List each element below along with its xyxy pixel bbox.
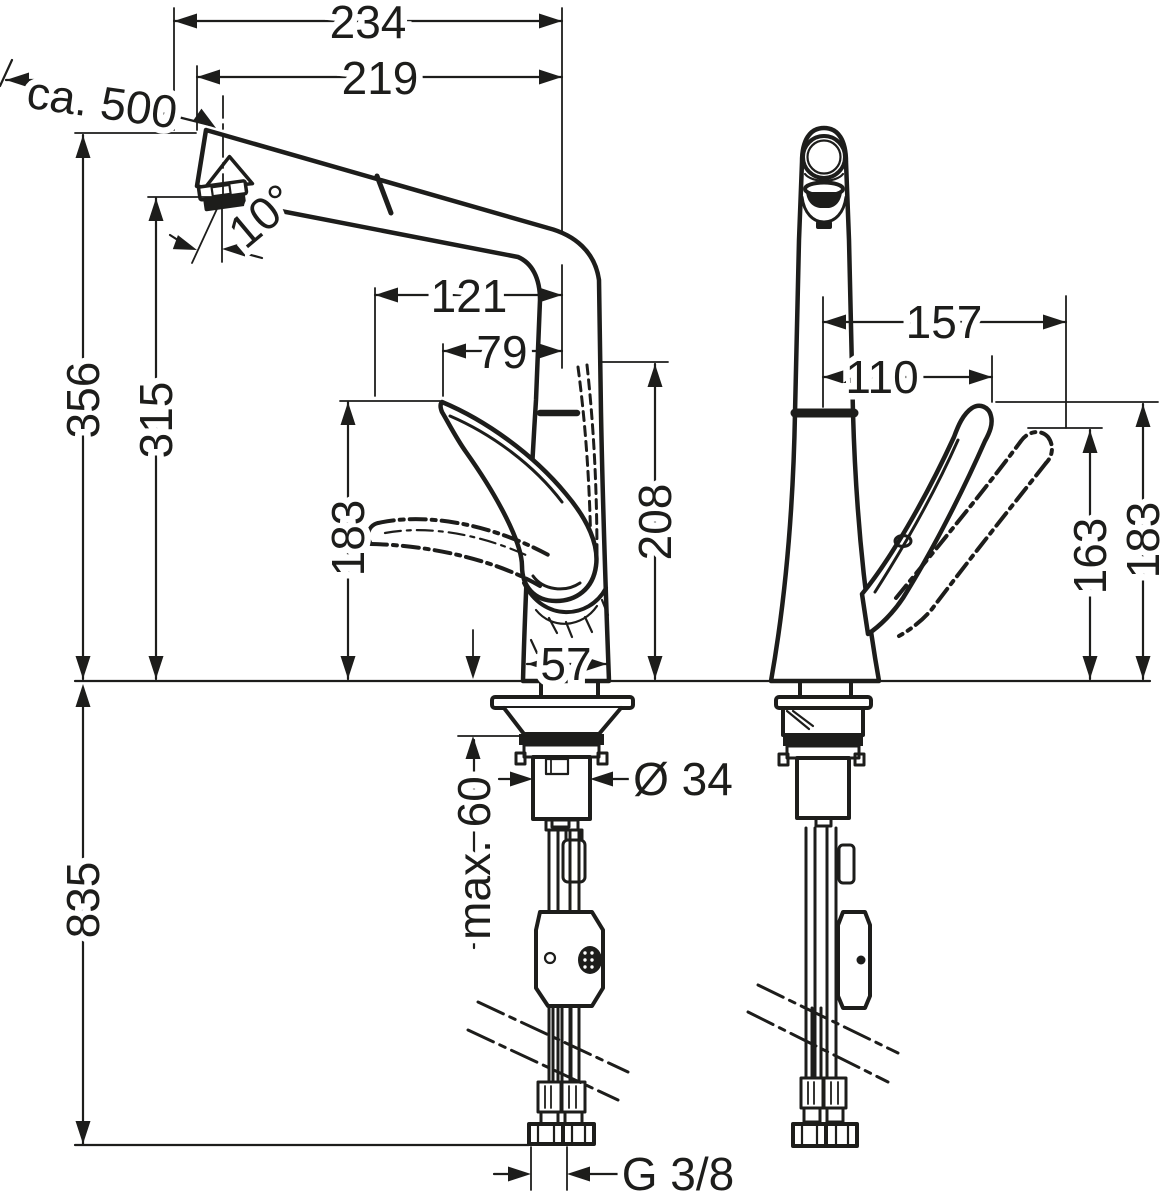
dim-label-79: 79 xyxy=(476,326,527,378)
counter-cut-line xyxy=(746,1010,890,1084)
handle-screw xyxy=(893,534,913,548)
mounting-ring-dark xyxy=(519,734,604,745)
handle-loop-inner xyxy=(531,574,582,591)
dim-label-g38: G 3/8 xyxy=(622,1148,735,1200)
handle-phantom-front xyxy=(894,430,1054,638)
dim-label-max60: max. 60 xyxy=(448,776,500,940)
dim-label-219: 219 xyxy=(342,52,419,104)
dim-label-234: 234 xyxy=(330,0,407,48)
cone-ticks xyxy=(529,598,610,659)
dim-label-121: 121 xyxy=(431,270,508,322)
weight-pad xyxy=(578,946,602,974)
dim-label-183-front: 183 xyxy=(1117,502,1169,579)
side-view xyxy=(191,95,635,1146)
handle-inner-contour-front xyxy=(873,438,960,594)
dim-label-356: 356 xyxy=(57,362,109,439)
counter-cut-line xyxy=(756,983,900,1055)
side-undercounter-assembly xyxy=(466,679,635,1146)
mounting-shank xyxy=(531,755,592,821)
handle-inner-contour xyxy=(448,414,564,504)
front-undercounter-assembly xyxy=(746,679,900,1148)
cone-arc xyxy=(522,581,608,615)
hex-connector xyxy=(561,1122,596,1146)
dim-label-835: 835 xyxy=(57,862,109,939)
dim-label-110: 110 xyxy=(845,351,918,403)
dim-label-157: 157 xyxy=(906,296,983,348)
braided-hose xyxy=(536,1080,563,1114)
faucet-body-front xyxy=(768,125,882,684)
escutcheon-plate xyxy=(490,695,635,710)
dim-label-dia34: Ø 34 xyxy=(633,753,733,805)
hose-weight-side xyxy=(836,910,872,1010)
spout-cap-circle xyxy=(801,134,847,180)
hidden-hose-line xyxy=(585,363,599,560)
dim-label-315: 315 xyxy=(130,382,182,459)
braided-hose xyxy=(560,1080,587,1114)
weight-pad-dots xyxy=(583,951,594,969)
dim-label-ca500: ca. 500 xyxy=(24,66,181,138)
hose-weight-body xyxy=(534,910,605,1008)
spray-head xyxy=(196,154,255,212)
dimension-lines xyxy=(0,19,1145,1176)
handle-solid-front xyxy=(859,403,994,637)
handle-solid-side xyxy=(438,399,599,604)
dim-label-208: 208 xyxy=(629,484,681,561)
extension-lines xyxy=(74,7,1159,1191)
hex-connector xyxy=(527,1122,565,1146)
dim-label-57: 57 xyxy=(540,638,591,690)
hose-connector xyxy=(561,838,587,884)
front-view xyxy=(746,125,1054,1148)
dim-label-183-side: 183 xyxy=(322,500,374,577)
counter-cut-line xyxy=(476,1000,630,1074)
dim-label-163: 163 xyxy=(1064,518,1116,595)
handle-phantom-side xyxy=(366,517,554,588)
spout-seam xyxy=(374,173,394,216)
angle-ref-tilted xyxy=(191,197,223,264)
counter-cut-line xyxy=(466,1028,620,1102)
